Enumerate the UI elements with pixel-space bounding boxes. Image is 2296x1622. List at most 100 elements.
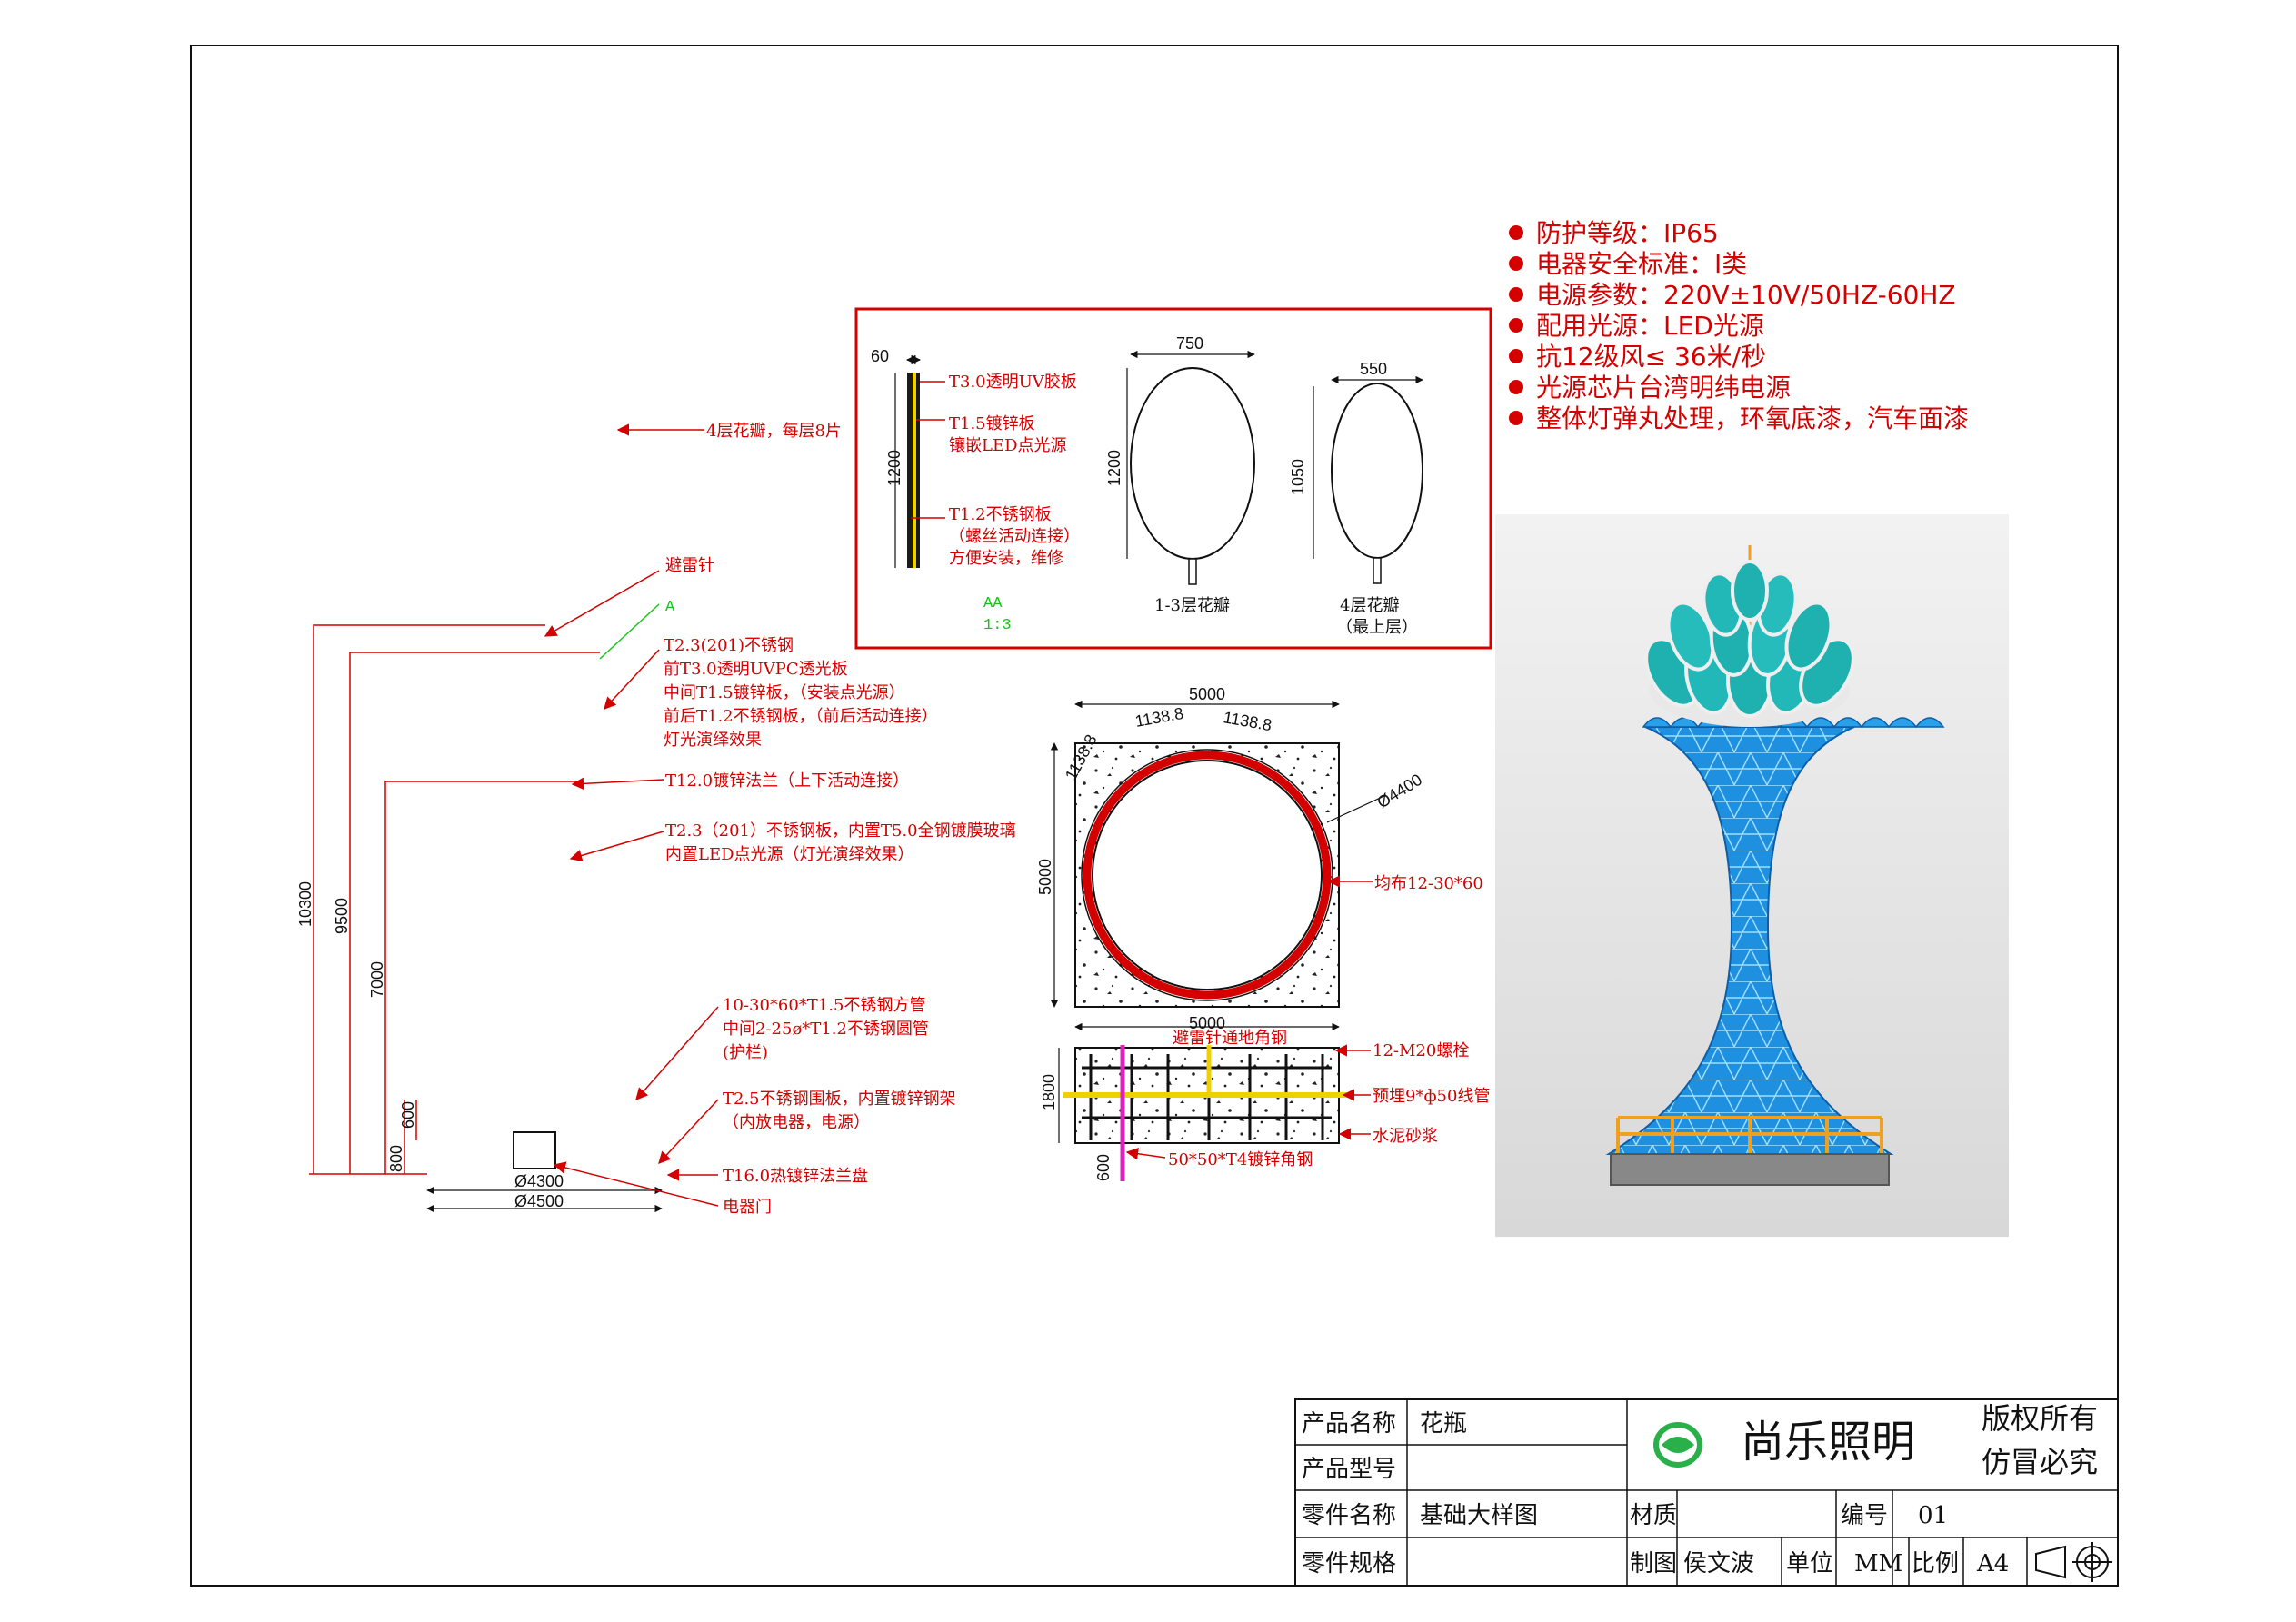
- callout-rail-1: 10-30*60*T1.5不锈钢方管: [723, 996, 925, 1015]
- spec-bullet: [1509, 256, 1523, 271]
- plan-arc-3: 1138.8: [1222, 708, 1273, 734]
- plan-dim-width: 5000: [1189, 685, 1225, 703]
- dim-550: 550: [1360, 360, 1387, 378]
- tb-material-label: 材质: [1630, 1502, 1677, 1529]
- section-dim-600: 600: [1094, 1154, 1113, 1181]
- callout-body-2: 内置LED点光源（灯光演绎效果）: [665, 845, 914, 864]
- petal: [1731, 560, 1769, 622]
- panel-uv: [916, 373, 920, 568]
- spec-item: 防护等级：IP65: [1536, 218, 1719, 248]
- spec-list: 防护等级：IP65 电器安全标准：I类 电源参数：220V±10V/50HZ-6…: [1509, 218, 1969, 433]
- ss-label-2: （螺丝活动连接）: [949, 527, 1080, 546]
- spec-item: 抗12级风≤ 36米/秒: [1536, 342, 1766, 372]
- spec-bullet: [1509, 380, 1523, 394]
- spec-bullet: [1509, 318, 1523, 333]
- callout-rail-3: (护栏): [723, 1043, 768, 1062]
- dim-800: 800: [387, 1145, 405, 1172]
- callout-petals: 4层花瓣，每层8片: [706, 422, 842, 441]
- plan-bolts: 均布12-30*60: [1374, 874, 1483, 893]
- ss-label: T1.2不锈钢板: [949, 505, 1052, 524]
- callout-shell-3: 中间T1.5镀锌板，（安装点光源）: [664, 683, 905, 702]
- dim-1200-aa: 1200: [885, 450, 903, 486]
- callout-shell-2: 前T3.0透明UVPC透光板: [664, 660, 848, 679]
- dim-60: 60: [871, 347, 889, 365]
- panel-stainless: [907, 373, 913, 568]
- product-render: [1495, 514, 2009, 1237]
- render-base: [1610, 1153, 1890, 1186]
- tb-copyright-1: 版权所有: [1982, 1401, 2098, 1436]
- section-aa-scale: 1:3: [983, 617, 1012, 634]
- callout-rail-2: 中间2-25ø*T1.2不锈钢圆管: [723, 1020, 929, 1039]
- guard-rail: [1616, 1116, 1883, 1156]
- tb-company: 尚乐照明: [1741, 1417, 1915, 1468]
- plan-diameter: Ø4400: [1374, 771, 1425, 812]
- plan-inner-circle: [1092, 760, 1323, 990]
- spec-item: 电源参数：220V±10V/50HZ-60HZ: [1536, 280, 1956, 310]
- electric-door-box: [513, 1131, 556, 1169]
- section-bolt: 12-M20螺栓: [1373, 1041, 1469, 1060]
- detail-frame: [854, 307, 1492, 650]
- callout-base-1: T2.5不锈钢围板，内置镀锌钢架: [723, 1090, 956, 1109]
- section-angle: 50*50*T4镀锌角钢: [1168, 1150, 1313, 1169]
- detail-box: 60 1200 T3.0透明UV胶板 T1.5镀锌板 镶嵌LED点光源 T1.2…: [854, 307, 1492, 650]
- callout-body-1: T2.3（201）不锈钢板，内置T5.0全钢镀膜玻璃: [665, 821, 1016, 841]
- drawing-frame: [190, 45, 2119, 1587]
- plan-flange-ring: [1083, 751, 1332, 1000]
- petal: [1784, 601, 1833, 672]
- callout-flange-base: T16.0热镀锌法兰盘: [723, 1167, 868, 1186]
- company-logo-icon: [1653, 1422, 1702, 1468]
- vase-body: [1605, 726, 1894, 1155]
- dim-1200-petal: 1200: [1105, 450, 1123, 486]
- title-block: 产品名称 花瓶 产品型号 零件名称 基础大样图 零件规格 尚乐照明 版权所有 仿…: [1294, 1398, 2119, 1587]
- callout-lightning-rod: 避雷针: [665, 556, 714, 575]
- zinc-label-2: 镶嵌LED点光源: [949, 436, 1067, 455]
- panel-zinc: [913, 373, 916, 568]
- plan-dim-height: 5000: [1036, 859, 1054, 895]
- spec-item: 配用光源：LED光源: [1536, 311, 1764, 341]
- tb-product-name-label: 产品名称: [1302, 1410, 1396, 1438]
- tb-part-name-label: 零件名称: [1302, 1502, 1396, 1529]
- dim-1050: 1050: [1289, 459, 1307, 495]
- foundation-section: 5000 1800 600 避雷针通地角钢 12-M20螺栓 预埋9*ф50线管…: [1040, 1014, 1490, 1181]
- dim-600: 600: [399, 1101, 417, 1129]
- spec-bullet: [1509, 349, 1523, 363]
- section-pipe: 预埋9*ф50线管: [1373, 1087, 1490, 1106]
- spec-bullet: [1509, 287, 1523, 302]
- callout-shell-4: 前后T1.2不锈钢板，（前后活动连接）: [664, 707, 938, 726]
- spec-bullet: [1509, 411, 1523, 425]
- callout-flange-mid: T12.0镀锌法兰（上下活动连接）: [665, 771, 909, 791]
- tb-unit-label: 单位: [1786, 1550, 1833, 1577]
- petal-4-label-2: （最上层）: [1336, 618, 1418, 637]
- elevation-view: 10300 9500 7000 800 600 Ø4300 Ø4500 4层花瓣…: [296, 422, 1016, 1217]
- tb-scale: A4: [1976, 1550, 2009, 1577]
- dim-d4500: Ø4500: [514, 1192, 564, 1210]
- tb-product-model-label: 产品型号: [1302, 1456, 1396, 1483]
- ss-label-3: 方便安装，维修: [949, 549, 1063, 568]
- tb-part-name: 基础大样图: [1420, 1502, 1538, 1529]
- section-dim-1800: 1800: [1040, 1074, 1058, 1110]
- callout-base-2: （内放电器，电源）: [723, 1113, 870, 1132]
- dim-750: 750: [1176, 334, 1203, 353]
- tb-part-spec-label: 零件规格: [1302, 1550, 1396, 1577]
- dim-d4300: Ø4300: [514, 1172, 564, 1190]
- tb-drawn-label: 制图: [1630, 1550, 1677, 1577]
- spec-item: 整体灯弹丸处理，环氧底漆，汽车面漆: [1536, 403, 1969, 433]
- petal-4-outline: [1331, 383, 1423, 559]
- petal-1-3-label: 1-3层花瓣: [1154, 596, 1230, 615]
- callout-door: 电器门: [723, 1198, 772, 1217]
- spec-bullet: [1509, 225, 1523, 240]
- petal: [1666, 601, 1715, 672]
- projection-symbol-icon: [2035, 1542, 2112, 1582]
- section-rod: 避雷针通地角钢: [1173, 1029, 1287, 1048]
- tb-scale-label: 比例: [1912, 1550, 1959, 1577]
- petal-4-label: 4层花瓣: [1340, 596, 1399, 615]
- tb-product-name: 花瓶: [1420, 1410, 1467, 1438]
- tb-unit: MM: [1854, 1550, 1902, 1577]
- dim-9500: 9500: [333, 898, 351, 934]
- spec-item: 光源芯片台湾明纬电源: [1536, 373, 1791, 403]
- plan-arc-2: 1138.8: [1133, 704, 1184, 731]
- callout-section-a: A: [665, 599, 675, 616]
- tb-number: 01: [1918, 1502, 1948, 1529]
- zinc-label: T1.5镀锌板: [949, 414, 1035, 433]
